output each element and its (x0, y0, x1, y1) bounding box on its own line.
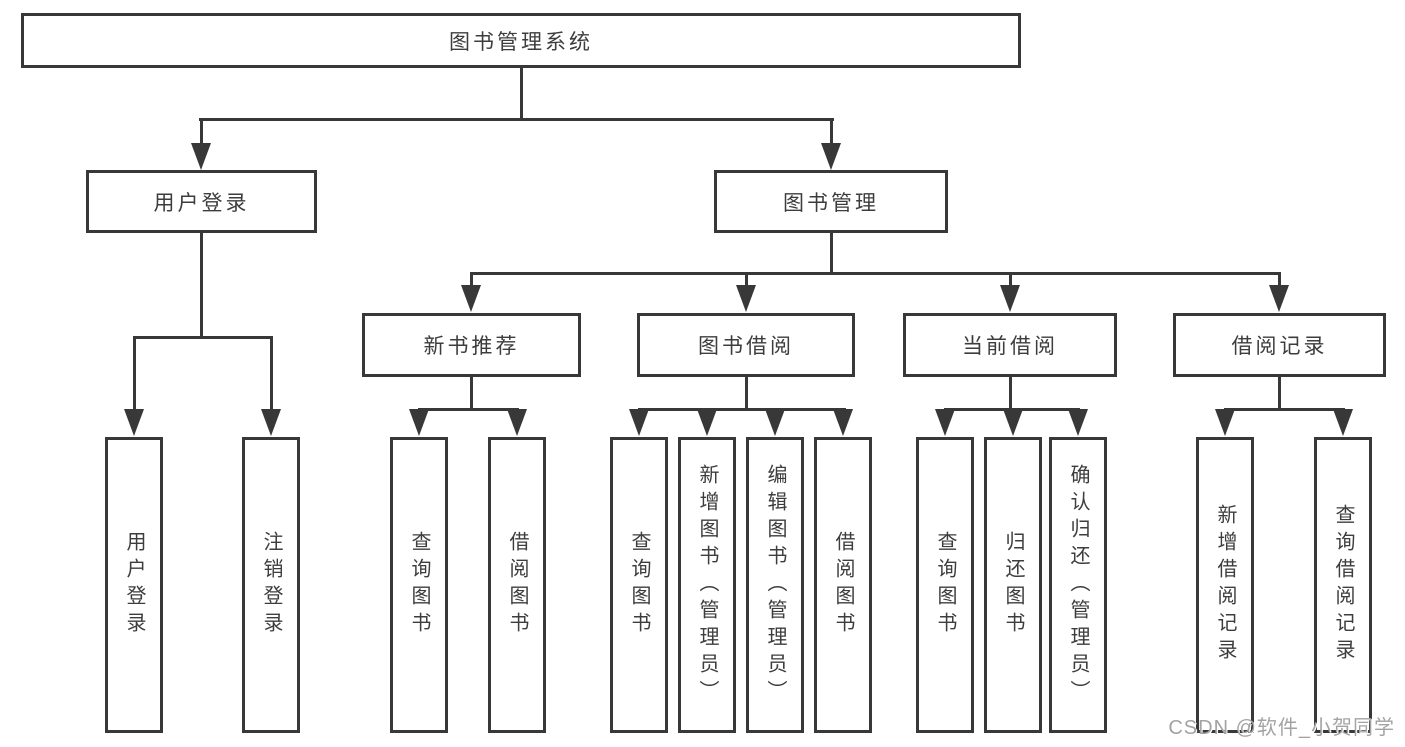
arrowhead-icon (736, 285, 756, 312)
leaf-label: 查询图书 (934, 531, 956, 639)
connector-line (270, 336, 273, 412)
leaf-return-books: 归还图书 (984, 437, 1042, 733)
connector-line (830, 233, 833, 275)
arrowhead-icon (1215, 409, 1235, 436)
leaf-label: 归还图书 (1002, 531, 1024, 639)
arrowhead-icon (507, 409, 527, 436)
leaf-add-books-admin: 新增图书（管理员） (678, 437, 736, 733)
leaf-label: 查询图书 (628, 531, 650, 639)
connector-line (200, 233, 203, 339)
leaf-logout: 注销登录 (242, 437, 300, 733)
connector-line (199, 118, 834, 121)
leaf-borrow-books: 借阅图书 (814, 437, 872, 733)
node-book-borrowing: 图书借阅 (637, 313, 855, 377)
connector-line (745, 377, 748, 411)
leaf-query-books: 查询图书 (390, 437, 448, 733)
leaf-query-books: 查询图书 (916, 437, 974, 733)
arrowhead-icon (409, 409, 429, 436)
leaf-query-books: 查询图书 (610, 437, 668, 733)
leaf-label: 借阅图书 (832, 531, 854, 639)
connector-line (745, 272, 748, 288)
node-user-login: 用户登录 (86, 170, 317, 233)
leaf-label: 查询图书 (408, 531, 430, 639)
connector-line (418, 408, 519, 411)
node-label: 图书管理系统 (449, 30, 593, 54)
arrowhead-icon (1269, 285, 1289, 312)
node-new-book-recommendation: 新书推荐 (362, 313, 581, 377)
node-label: 图书管理 (783, 191, 879, 215)
arrowhead-icon (1068, 409, 1088, 436)
leaf-edit-books-admin: 编辑图书（管理员） (746, 437, 804, 733)
node-current-borrowing: 当前借阅 (903, 313, 1117, 377)
leaf-confirm-return-admin: 确认归还（管理员） (1049, 437, 1107, 733)
leaf-label: 借阅图书 (506, 531, 528, 639)
node-book-management: 图书管理 (714, 170, 948, 233)
leaf-user-login: 用户登录 (105, 437, 163, 733)
arrowhead-icon (821, 143, 841, 170)
node-label: 借阅记录 (1231, 335, 1328, 358)
arrowhead-icon (935, 409, 955, 436)
connector-line (1009, 272, 1012, 288)
leaf-label: 新增借阅记录 (1214, 504, 1236, 666)
arrowhead-icon (261, 409, 281, 436)
connector-line (470, 272, 1281, 275)
leaf-query-borrow-record: 查询借阅记录 (1314, 437, 1372, 733)
arrowhead-icon (191, 143, 211, 170)
leaf-label: 确认归还（管理员） (1067, 463, 1089, 707)
arrowhead-icon (697, 409, 717, 436)
node-borrowing-records: 借阅记录 (1173, 313, 1386, 377)
connector-line (830, 118, 833, 146)
arrowhead-icon (833, 409, 853, 436)
leaf-label: 查询借阅记录 (1332, 504, 1354, 666)
node-label: 当前借阅 (962, 335, 1058, 358)
arrowhead-icon (629, 409, 649, 436)
arrowhead-icon (124, 409, 144, 436)
arrowhead-icon (1333, 409, 1353, 436)
arrowhead-icon (1003, 409, 1023, 436)
leaf-borrow-books: 借阅图书 (488, 437, 546, 733)
leaf-label: 编辑图书（管理员） (764, 463, 786, 707)
connector-line (1278, 272, 1281, 288)
connector-line (1009, 377, 1012, 411)
node-label: 用户登录 (153, 191, 250, 215)
arrowhead-icon (1000, 285, 1020, 312)
connector-line (470, 272, 473, 288)
leaf-add-borrow-record: 新增借阅记录 (1196, 437, 1254, 733)
connector-line (638, 408, 846, 411)
connector-line (1278, 377, 1281, 411)
node-label: 新书推荐 (423, 335, 520, 358)
connector-line (133, 336, 273, 339)
connector-line (1224, 408, 1345, 411)
arrowhead-icon (461, 285, 481, 312)
leaf-label: 注销登录 (260, 531, 282, 639)
arrowhead-icon (765, 409, 785, 436)
connector-line (520, 68, 523, 120)
connector-line (200, 118, 203, 146)
node-label: 图书借阅 (698, 335, 794, 358)
leaf-label: 新增图书（管理员） (696, 463, 718, 707)
node-library-management-system: 图书管理系统 (21, 13, 1021, 68)
connector-line (470, 377, 473, 411)
csdn-watermark: CSDN @软件_小贺同学 (1168, 717, 1395, 739)
leaf-label: 用户登录 (123, 531, 145, 639)
connector-line (133, 336, 136, 412)
